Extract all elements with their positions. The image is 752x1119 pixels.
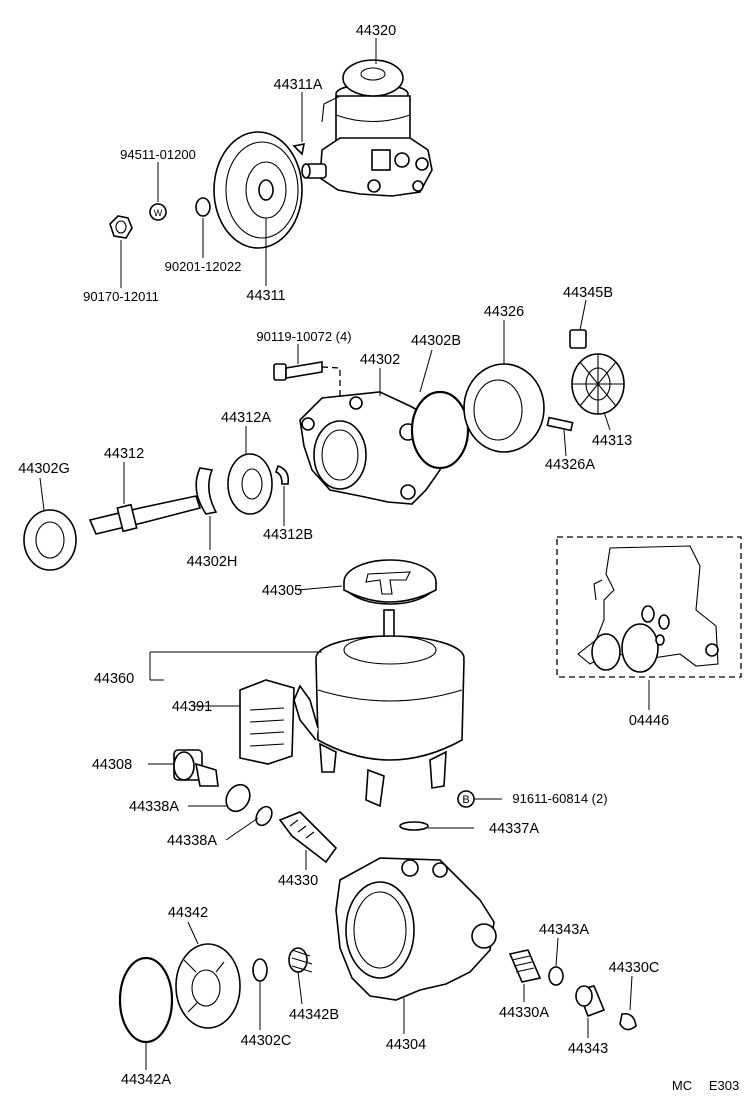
bearing-shape bbox=[227, 453, 273, 515]
part-label-44330A: 44330A bbox=[499, 1005, 549, 1021]
bolt-shape bbox=[273, 361, 323, 381]
large-o-ring-shape bbox=[118, 956, 174, 1044]
footer-page: E303 bbox=[709, 1078, 739, 1093]
part-label-44305: 44305 bbox=[262, 583, 302, 599]
o-ring-shape bbox=[410, 390, 470, 470]
vane-shape bbox=[569, 329, 587, 349]
washer-marker-label: W bbox=[154, 208, 163, 218]
part-label-44312: 44312 bbox=[104, 446, 144, 462]
part-label-90170-12011: 90170-12011 bbox=[83, 289, 159, 304]
gasket-kit-inset bbox=[556, 536, 742, 678]
rotor-shape bbox=[571, 353, 625, 415]
clip-shape bbox=[619, 1012, 637, 1031]
part-label-44342A: 44342A bbox=[121, 1072, 171, 1088]
oil-seal-shape bbox=[23, 509, 77, 571]
part-label-44345B: 44345B bbox=[563, 285, 613, 301]
part-label-44343A: 44343A bbox=[539, 922, 589, 938]
part-label-44311A: 44311A bbox=[274, 77, 323, 93]
tiny-o-ring-shape bbox=[548, 966, 564, 986]
part-label-44326: 44326 bbox=[484, 304, 524, 320]
side-plate-shape bbox=[175, 943, 241, 1029]
part-label-44337A: 44337A bbox=[489, 821, 539, 837]
part-label-44342: 44342 bbox=[168, 905, 208, 921]
part-label-44313: 44313 bbox=[592, 433, 632, 449]
part-label-44338A-lower: 44338A bbox=[167, 833, 217, 849]
part-label-90119-10072: 90119-10072 (4) bbox=[256, 329, 351, 344]
reservoir-tank-shape bbox=[293, 635, 465, 808]
part-label-44360: 44360 bbox=[94, 671, 134, 687]
part-label-91611-60814: 91611-60814 (2) bbox=[512, 791, 607, 806]
front-housing-illustration bbox=[299, 391, 445, 505]
spring-washer-shape bbox=[195, 197, 211, 217]
leader-lines bbox=[39, 38, 650, 1070]
part-label-44308: 44308 bbox=[92, 757, 132, 773]
part-label-94511-01200: 94511-01200 bbox=[120, 147, 196, 162]
part-label-04446: 04446 bbox=[629, 713, 669, 729]
pump-assembly-illustration bbox=[301, 59, 433, 197]
woodruff-key-shape bbox=[292, 142, 306, 156]
nut-shape bbox=[109, 215, 133, 239]
part-labels: 44320 44311A 94511-01200 90201-12022 901… bbox=[18, 23, 739, 1093]
part-label-44312A: 44312A bbox=[221, 410, 271, 426]
part-label-44304: 44304 bbox=[386, 1037, 426, 1053]
part-label-44302C: 44302C bbox=[241, 1033, 292, 1049]
pulley-illustration bbox=[213, 131, 303, 249]
small-snap-ring-shape bbox=[274, 464, 290, 485]
flow-control-valve-shape bbox=[278, 811, 338, 864]
strainer-shape bbox=[239, 679, 295, 765]
part-label-44326A: 44326A bbox=[545, 457, 595, 473]
part-label-44330: 44330 bbox=[278, 873, 318, 889]
union-fitting-shape bbox=[173, 749, 219, 787]
small-o-ring-shape bbox=[252, 958, 268, 982]
snap-ring-shape bbox=[195, 467, 218, 515]
plug-shape bbox=[575, 985, 606, 1018]
part-label-44343: 44343 bbox=[568, 1041, 608, 1057]
part-label-44338A-upper: 44338A bbox=[129, 799, 179, 815]
pin-shape bbox=[546, 416, 574, 432]
part-label-44302: 44302 bbox=[360, 352, 400, 368]
cam-ring-shape bbox=[463, 363, 545, 453]
o-ring-small-shape bbox=[255, 805, 273, 827]
part-label-44311: 44311 bbox=[246, 288, 285, 304]
part-label-44312B: 44312B bbox=[263, 527, 313, 543]
valve-spring-shape bbox=[508, 949, 542, 983]
part-label-44330C: 44330C bbox=[609, 960, 660, 976]
part-label-44391: 44391 bbox=[172, 699, 212, 715]
part-label-44302H: 44302H bbox=[187, 554, 238, 570]
part-label-44320: 44320 bbox=[356, 23, 396, 39]
footer-code: MC bbox=[672, 1078, 692, 1093]
o-ring-small-shape bbox=[225, 783, 251, 813]
reservoir-cap-shape bbox=[343, 559, 437, 647]
bolt-marker-label: B bbox=[462, 794, 469, 806]
part-label-90201-12022: 90201-12022 bbox=[165, 259, 242, 274]
washer-shape bbox=[149, 203, 167, 221]
part-label-44302G: 44302G bbox=[18, 461, 70, 477]
part-label-44342B: 44342B bbox=[289, 1007, 339, 1023]
spring-shape bbox=[288, 947, 313, 973]
part-label-44302B: 44302B bbox=[411, 333, 461, 349]
o-ring-flat-shape bbox=[399, 821, 429, 831]
rear-housing-illustration bbox=[335, 857, 497, 1001]
shaft-shape bbox=[88, 495, 202, 535]
